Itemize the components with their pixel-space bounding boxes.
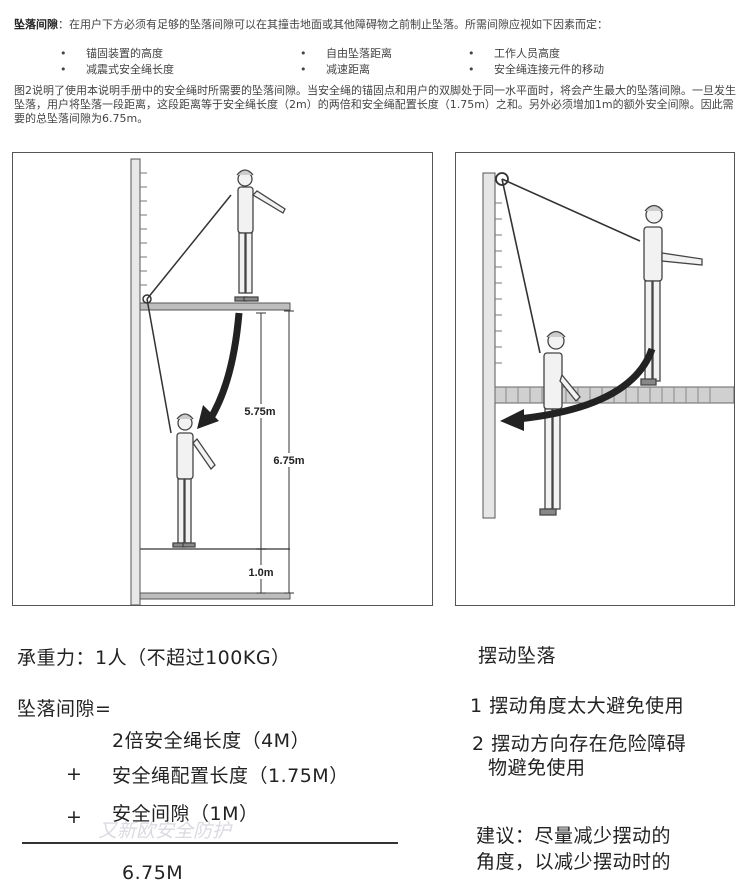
swing-item-2-cont: 物避免使用	[488, 757, 586, 779]
wall	[482, 172, 496, 519]
dim-gap-label: 1.0m	[248, 567, 273, 579]
swing-item-2: 2 摆动方向存在危险障碍	[472, 733, 687, 755]
factor-item: •减震式安全绳长度	[60, 63, 174, 76]
intro-text: ：在用户下方必须有足够的坠落间隙可以在其撞击地面或其他障碍物之前制止坠落。所需间…	[58, 18, 608, 31]
plus-sign-2: +	[66, 806, 83, 828]
worker-swinging	[539, 330, 581, 516]
swing-advice-1: 建议：尽量减少摆动的	[476, 825, 672, 847]
formula-line-1: 2倍安全绳长度（4M）	[112, 730, 311, 752]
formula-line-2: 安全绳配置长度（1.75M）	[112, 765, 349, 787]
explanation-paragraph: 图2说明了使用本说明手册中的安全绳时所需要的坠落间隙。当安全绳的锚固点和用户的双…	[14, 84, 736, 125]
worker-platform	[640, 204, 703, 386]
factor-item: •减速距离	[300, 63, 370, 76]
worker-bottom	[172, 413, 216, 548]
lanyard-top	[146, 194, 232, 300]
lanyard-bottom	[146, 298, 172, 434]
wall-ladder	[140, 172, 147, 286]
dimension-lines	[256, 310, 294, 594]
formula-line-3: 安全间隙（1M）	[112, 803, 259, 825]
lanyard-top	[501, 178, 641, 242]
intro-label: 坠落间隙	[14, 18, 58, 31]
swing-title: 摆动坠落	[478, 645, 557, 667]
lanyard-swing	[501, 178, 541, 354]
wall	[130, 158, 141, 606]
load-capacity: 承重力：1人（不超过100KG）	[17, 647, 291, 669]
swing-item-1: 1 摆动角度太大避免使用	[470, 695, 685, 717]
fall-clearance-figure: 5.75m 6.75m 1.0m	[12, 152, 433, 606]
swing-arrow	[517, 347, 656, 423]
swing-fall-figure	[455, 152, 735, 606]
formula-title: 坠落间隙=	[17, 698, 112, 720]
factor-item: •安全绳连接元件的移动	[468, 63, 604, 76]
plus-sign-1: +	[66, 763, 83, 785]
swing-advice-2: 角度，以减少摆动时的	[476, 851, 672, 873]
upper-platform	[139, 302, 291, 311]
sum-divider	[22, 842, 398, 844]
dim-total-label: 6.75m	[273, 455, 304, 467]
watermark: 又新欧安全防护	[98, 820, 232, 842]
factor-item: •工作人员高度	[468, 47, 560, 60]
intro-paragraph: 坠落间隙：在用户下方必须有足够的坠落间隙可以在其撞击地面或其他障碍物之前制止坠落…	[14, 18, 736, 32]
factor-item: •锚固装置的高度	[60, 47, 163, 60]
swing-fall-illustration	[482, 172, 735, 519]
fall-arrow	[206, 312, 243, 423]
wall-ladder	[495, 202, 502, 364]
worker-top	[234, 169, 286, 302]
ground	[139, 592, 291, 600]
formula-result: 6.75M	[122, 862, 184, 884]
factor-item: •自由坠落距离	[300, 47, 392, 60]
dim-fall-label: 5.75m	[244, 406, 275, 418]
fall-clearance-illustration: 5.75m 6.75m 1.0m	[130, 158, 311, 606]
